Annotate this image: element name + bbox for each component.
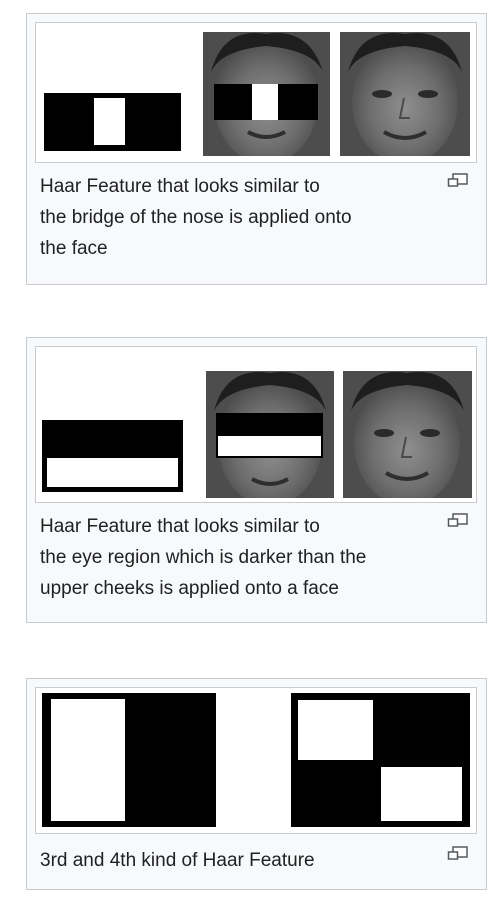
figure-1-caption: Haar Feature that looks similar to the b… [40,176,352,259]
face-photo-with-feature [203,32,330,156]
haar-feature-nose-bridge [44,93,181,151]
haar-feature-vertical-edge [42,693,216,827]
haar-feature-checkerboard [291,693,470,827]
haar-feature-white-top-left [298,700,373,760]
haar-feature-white-left [51,699,125,821]
magnify-clip-icon[interactable] [447,173,469,188]
haar-feature-overlay-white [252,84,278,120]
magnify-clip-icon[interactable] [447,846,469,861]
face-photo [340,32,470,156]
haar-feature-white-bottom-right [381,767,462,821]
figure-3-caption: 3rd and 4th kind of Haar Feature [40,850,315,871]
face-photo [343,371,472,498]
face-photo-plain [343,371,472,498]
haar-feature-white-lower [47,458,178,487]
haar-feature-overlay-white [218,436,321,456]
haar-feature-overlay [214,84,318,120]
haar-feature-overlay [216,413,323,458]
figure-2-caption: Haar Feature that looks similar to the e… [40,516,367,599]
face-photo-with-feature [206,371,334,498]
face-photo-plain [340,32,470,156]
haar-feature-white-strip [94,98,125,145]
magnify-clip-icon[interactable] [447,513,469,528]
haar-feature-eye-region [42,420,183,492]
